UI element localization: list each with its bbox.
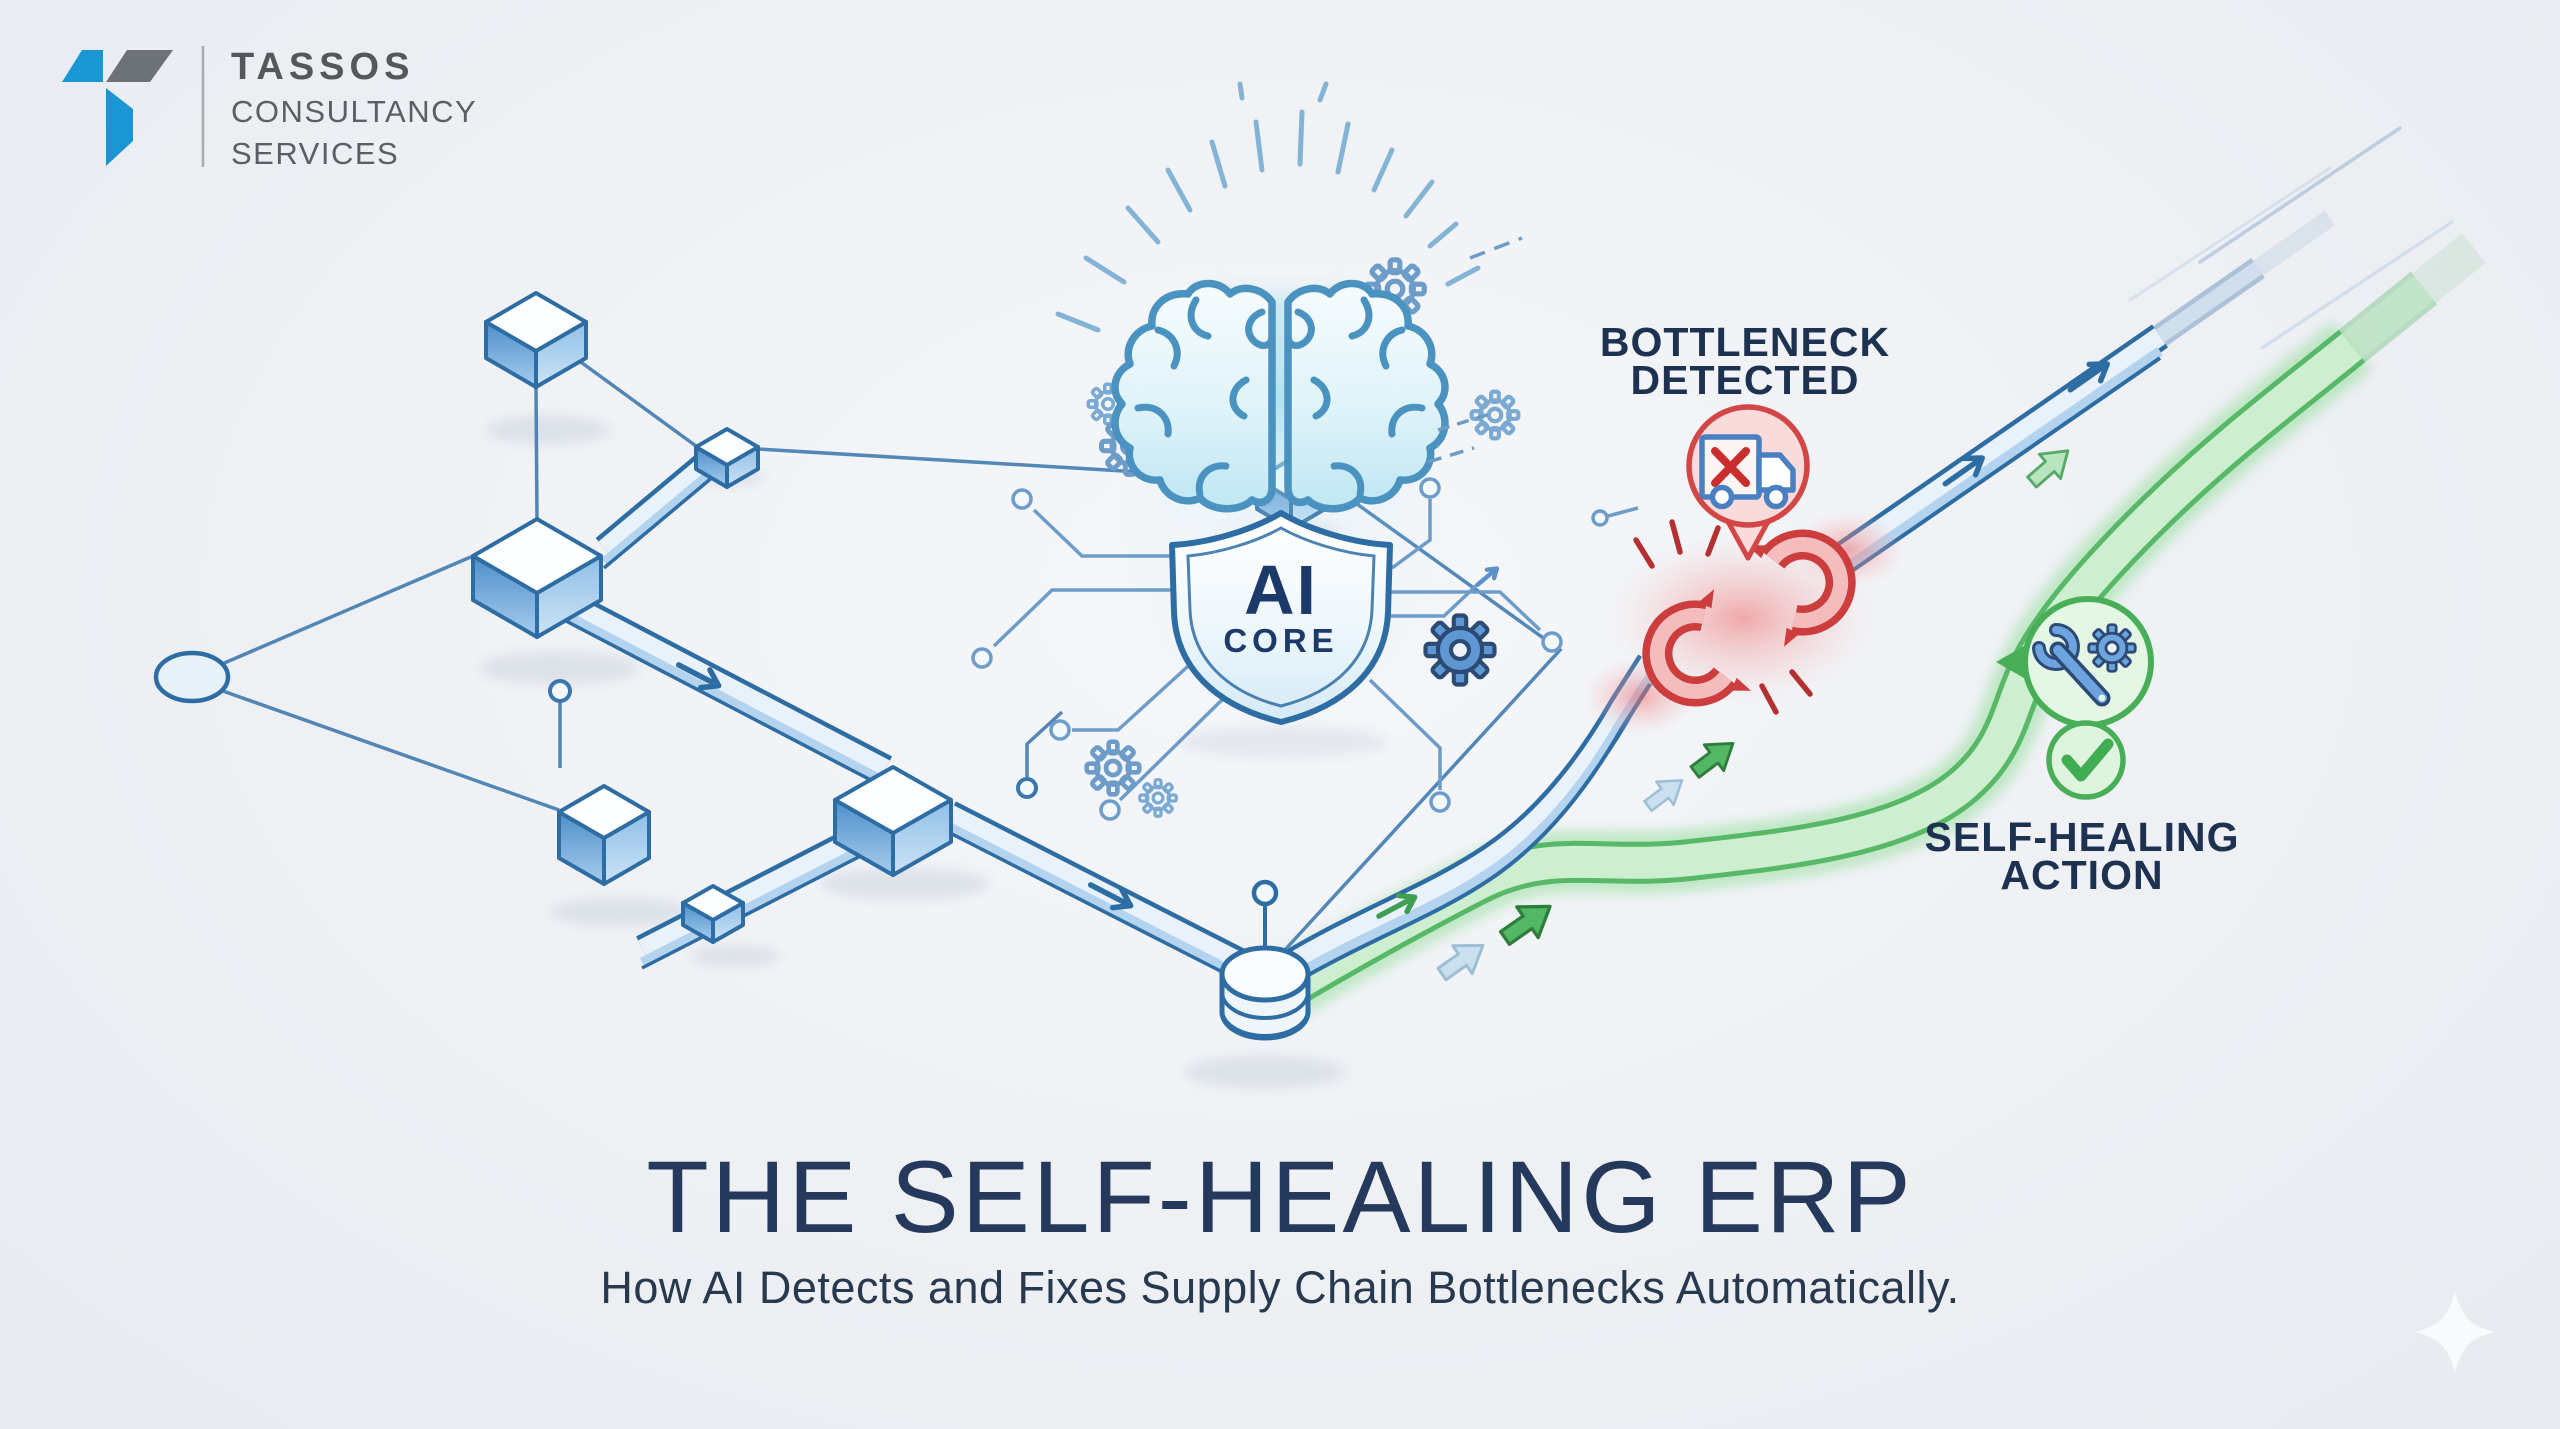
database-cylinder [1219, 879, 1311, 1041]
self-healing-label-line1: SELF-HEALING [1925, 814, 2240, 860]
brand-mark [62, 50, 173, 166]
wrench-gear-icon [2032, 623, 2137, 707]
network-node-cube [471, 291, 1327, 944]
motion-streaks [2128, 126, 2454, 350]
circuit-dots [971, 477, 1609, 821]
bottleneck-label-line1: BOTTLENECK [1600, 319, 1890, 365]
break-sparks [1633, 519, 1813, 715]
ai-core-label-line2: CORE [1223, 622, 1338, 659]
alert-pin [1686, 404, 1810, 561]
page-title: THE SELF-HEALING ERP [646, 1140, 1913, 1254]
self-healing-label-line2: ACTION [2000, 852, 2163, 898]
check-badge [2046, 720, 2126, 800]
glow-rays [1055, 81, 1481, 333]
page-subtitle: How AI Detects and Fixes Supply Chain Bo… [600, 1262, 1959, 1313]
self-healing-callout: SELF-HEALING ACTION [1925, 596, 2240, 898]
broken-chain-icon [1582, 510, 1906, 736]
brand-line2: CONSULTANCY [231, 94, 477, 129]
caption: THE SELF-HEALING ERP How AI Detects and … [600, 1140, 1959, 1313]
network-node-ellipse [153, 650, 231, 704]
check-icon [2061, 738, 2114, 782]
bottleneck-label-line2: DETECTED [1631, 357, 1860, 403]
brand-logo: TASSOS CONSULTANCY SERVICES [62, 46, 477, 171]
callout-pointer [1996, 642, 2031, 682]
network-dots [548, 679, 1038, 799]
ai-core-shield: AI CORE [1169, 510, 1393, 758]
brand-name: TASSOS [231, 46, 414, 88]
star-glow-icon [2415, 1292, 2495, 1372]
brand-line3: SERVICES [231, 136, 399, 171]
ai-core-label-line1: AI [1244, 551, 1318, 629]
ai-core-group: AI CORE [971, 81, 1639, 821]
truck-error-icon [1699, 434, 1796, 510]
bottleneck-callout: BOTTLENECK DETECTED [1600, 319, 1890, 561]
trace-arrow-icon [1474, 564, 1500, 588]
circuit-trace [992, 236, 1639, 802]
